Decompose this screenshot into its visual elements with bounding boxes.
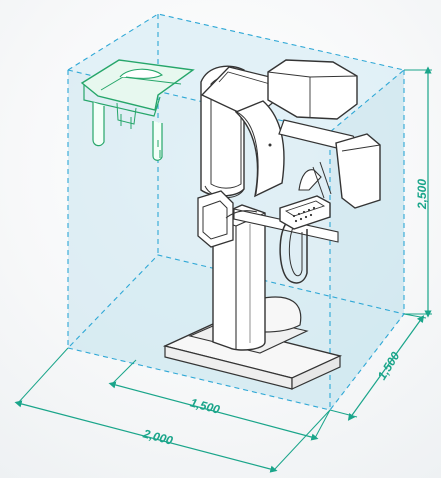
depth-dimension-label: 1,500 <box>375 349 403 382</box>
head-support-icon <box>80 59 195 161</box>
dental-xray-unit-icon <box>197 59 381 351</box>
device-base <box>162 296 343 390</box>
inner-width-dimension-label: 1,500 <box>189 395 222 416</box>
dimension-lines <box>14 66 432 473</box>
outer-width-dimension-label: 2,000 <box>141 426 175 448</box>
height-dimension-label: 2,500 <box>415 179 429 210</box>
